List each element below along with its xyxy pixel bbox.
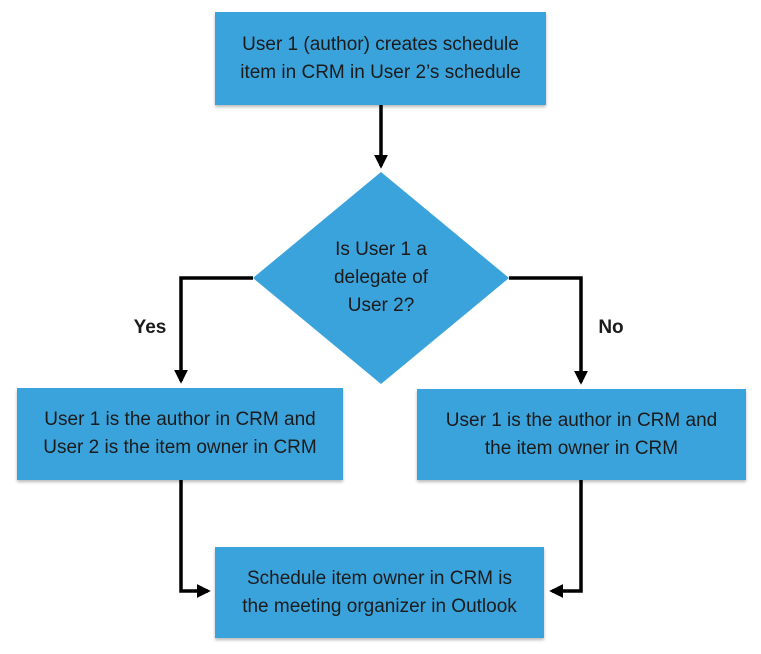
edge-label-yes: Yes [133,317,167,338]
node-yes-outcome-line-1: User 1 is the author in CRM and [44,409,316,430]
edge-decision-no [509,276,588,385]
node-start-line-2: item in CRM in User 2’s schedule [240,61,521,83]
node-decision-line-1: Is User 1 a [335,239,427,260]
node-start-line-1: User 1 (author) creates schedule [242,33,519,55]
decision-diamond-shape [253,172,509,384]
node-yes-outcome: User 1 is the author in CRM and User 2 i… [17,388,343,480]
edge-label-no: No [598,317,624,338]
node-yes-outcome-line-2: User 2 is the item owner in CRM [43,437,317,458]
node-no-outcome-line-1: User 1 is the author in CRM and [445,409,718,431]
node-decision-line-2: delegate of [333,267,429,288]
node-no-outcome: User 1 is the author in CRM and the item… [417,389,746,480]
node-no-outcome-line-2: the item owner in CRM [484,437,679,459]
node-end: Schedule item owner in CRM is the meetin… [215,547,544,638]
node-end-line-2: the meeting organizer in Outlook [242,595,517,617]
edge-yes-to-end [179,480,211,598]
node-end-line-1: Schedule item owner in CRM is [246,567,513,589]
node-decision-line-3: User 2? [347,295,415,316]
edge-decision-yes [174,276,253,384]
node-start: User 1 (author) creates schedule item in… [215,12,546,105]
edge-no-to-end [549,480,583,598]
node-decision: Is User 1 a delegate of User 2? [291,234,471,322]
